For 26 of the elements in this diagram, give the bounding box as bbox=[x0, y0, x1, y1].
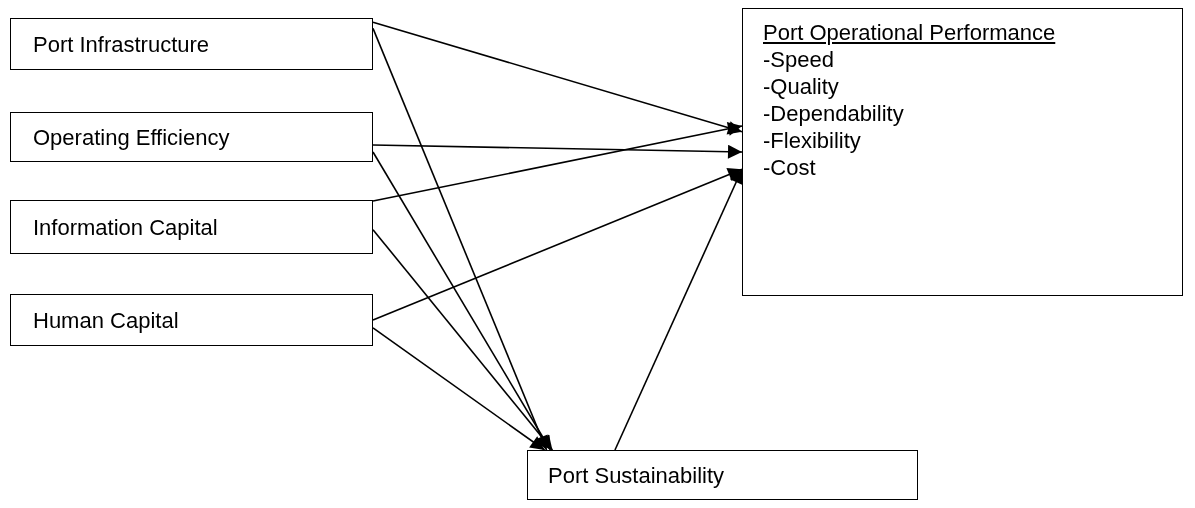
list-item: -Flexibility bbox=[763, 127, 861, 154]
process-box bbox=[10, 112, 373, 162]
list-item: -Cost bbox=[763, 154, 816, 181]
process-box bbox=[742, 8, 1183, 296]
box-heading: Port Sustainability bbox=[548, 461, 725, 489]
process-box bbox=[10, 18, 373, 70]
list-item: -Speed bbox=[763, 46, 834, 73]
arrow bbox=[372, 228, 554, 451]
arrow bbox=[372, 27, 548, 451]
box-heading: Port Operational Performance bbox=[763, 19, 1056, 46]
process-box bbox=[10, 294, 373, 346]
process-box bbox=[10, 200, 373, 254]
arrow bbox=[372, 122, 743, 202]
arrow bbox=[372, 327, 546, 451]
box-heading: Operating Efficiency bbox=[33, 123, 230, 151]
box-heading: Information Capital bbox=[33, 213, 218, 241]
arrow bbox=[614, 168, 743, 451]
box-heading: Port Infrastructure bbox=[33, 30, 210, 58]
list-item: -Dependability bbox=[763, 100, 904, 127]
list-item: -Quality bbox=[763, 73, 839, 100]
arrow bbox=[372, 168, 743, 321]
box-heading: Human Capital bbox=[33, 306, 179, 334]
arrow bbox=[372, 144, 743, 159]
arrow bbox=[372, 151, 552, 451]
process-box bbox=[527, 450, 918, 500]
arrow bbox=[372, 21, 743, 135]
